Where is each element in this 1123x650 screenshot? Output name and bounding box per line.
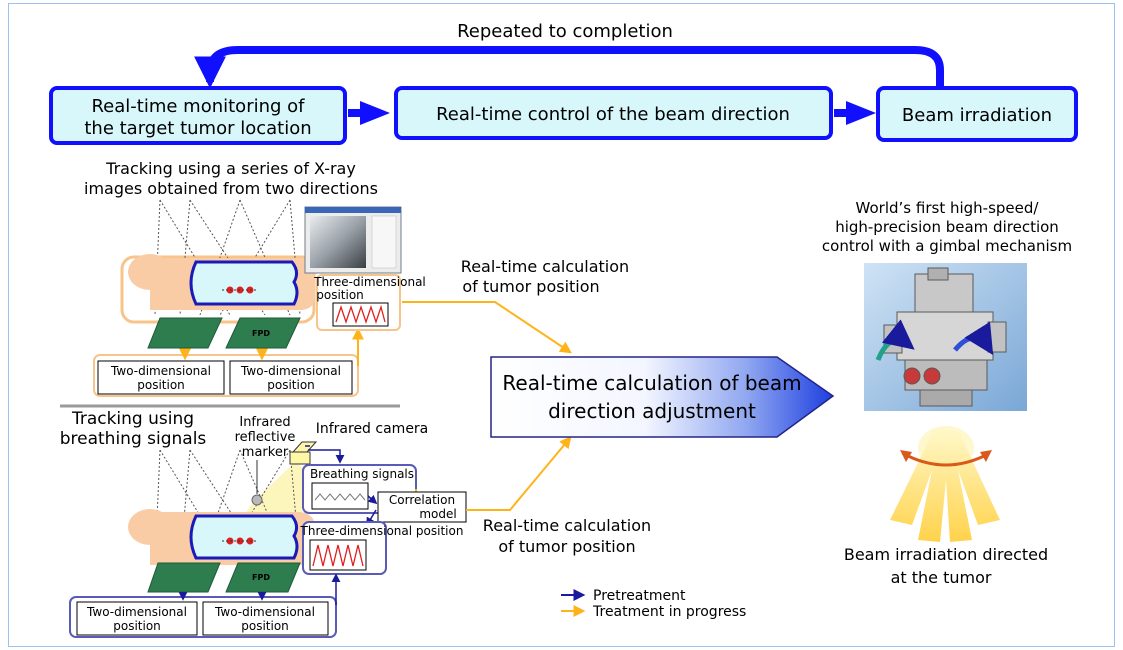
repeat-label: Repeated to completion (457, 21, 673, 42)
xray-3d-position-panel: Three-dimensional position (313, 274, 426, 331)
beam-swing-left-icon (900, 450, 912, 462)
xray-title-line2: images obtained from two directions (84, 179, 378, 198)
breathing-2d-right-line1: Two-dimensional (214, 605, 315, 619)
fpd-label: FPD (252, 329, 270, 338)
reflective-marker (251, 494, 263, 506)
gimbal-title-line1: World’s first high-speed/ (856, 199, 1040, 217)
gimbal-title-line3: control with a gimbal mechanism (822, 237, 1072, 255)
correlation-line1: Correlation (389, 493, 455, 507)
xray-calc-line2: of tumor position (462, 277, 599, 296)
camera-to-signal-arrow (308, 449, 345, 464)
center-line2: direction adjustment (548, 399, 756, 423)
detector-left-2 (147, 562, 221, 593)
repeat-loop-arrow (194, 46, 944, 90)
detector-right (225, 317, 301, 349)
xray-patient-panel: FPD (120, 199, 316, 349)
xray-3d-waveform (335, 304, 386, 325)
breathing-2d-position-group: Two-dimensional position Two-dimensional… (69, 596, 337, 638)
beam-swing-right-icon (980, 450, 992, 462)
infrared-camera (289, 441, 318, 465)
xray-2d-left-line2: position (137, 378, 185, 392)
irradiation-box: Beam irradiation (876, 86, 1078, 142)
xray-3d-line2: position (316, 288, 364, 302)
breathing-waveform (314, 493, 366, 501)
camera-label: Infrared camera (316, 421, 429, 437)
pan-arrow-icon (953, 321, 994, 356)
control-label: Real-time control of the beam direction (436, 104, 790, 125)
correlation-model-box: Correlation model (377, 491, 467, 523)
xray-3d-line1: Three-dimensional (313, 275, 426, 289)
beam-adjustment-calc: Real-time calculation of beam direction … (490, 356, 835, 438)
xray-2d-right-line1: Two-dimensional (240, 364, 341, 378)
breathing-calc-line2: of tumor position (498, 537, 635, 556)
breathing-signals-label: Breathing signals (310, 467, 414, 481)
gimbal-title-line2: high-precision beam direction (835, 218, 1059, 236)
xray-image-window (304, 206, 402, 274)
monitoring-line1: Real-time monitoring of (91, 96, 305, 117)
xray-title-line1: Tracking using a series of X-ray (105, 159, 356, 178)
breathing-3d-label: Three-dimensional position (300, 524, 464, 538)
monitoring-line2: the target tumor location (84, 118, 311, 139)
gimbal-caption-line2: at the tumor (891, 568, 992, 587)
xray-2d-right-line2: position (267, 378, 315, 392)
legend-pretreatment: Pretreatment (593, 588, 686, 604)
breathing-2d-right-line2: position (241, 619, 289, 633)
legend: Pretreatment Treatment in progress (561, 588, 746, 620)
xray-2d-position-group: Two-dimensional position Two-dimensional… (93, 354, 359, 397)
gimbal-caption-line1: Beam irradiation directed (844, 545, 1048, 564)
correlation-line2: model (419, 507, 456, 521)
marker-label-line1: Infrared (239, 415, 290, 430)
irradiation-label: Beam irradiation (902, 105, 1052, 126)
breathing-title-line2: breathing signals (60, 429, 207, 449)
breathing-3d-waveform (312, 544, 364, 567)
xray-calc-line1: Real-time calculation (461, 257, 629, 276)
monitoring-box: Real-time monitoring of the target tumor… (49, 86, 347, 145)
detector-right-2 (225, 562, 301, 593)
marker-label-line3: marker (242, 445, 289, 460)
xray-to-center-arrow (402, 301, 572, 354)
fpd-label-2: FPD (252, 573, 270, 582)
breathing-title-line1: Tracking using (71, 409, 194, 429)
lung-region (189, 260, 299, 306)
breathing-2d-left-line1: Two-dimensional (86, 605, 187, 619)
gimbal-image (864, 263, 1027, 411)
beam-rays (890, 426, 1000, 542)
breathing-3d-position-panel: Three-dimensional position (300, 521, 464, 575)
xray-2d-left-line1: Two-dimensional (110, 364, 211, 378)
breathing-calc-line1: Real-time calculation (483, 516, 651, 535)
center-line1: Real-time calculation of beam (502, 371, 801, 395)
marker-label-line2: reflective (235, 430, 296, 445)
control-box: Real-time control of the beam direction (394, 86, 833, 140)
breathing-patient-panel: FPD (128, 449, 315, 593)
tilt-arrow-icon (875, 319, 915, 361)
detector-left (147, 317, 223, 349)
legend-treatment: Treatment in progress (592, 604, 746, 620)
breathing-2d-left-line2: position (113, 619, 161, 633)
breathing-to-center-arrow (466, 436, 572, 511)
